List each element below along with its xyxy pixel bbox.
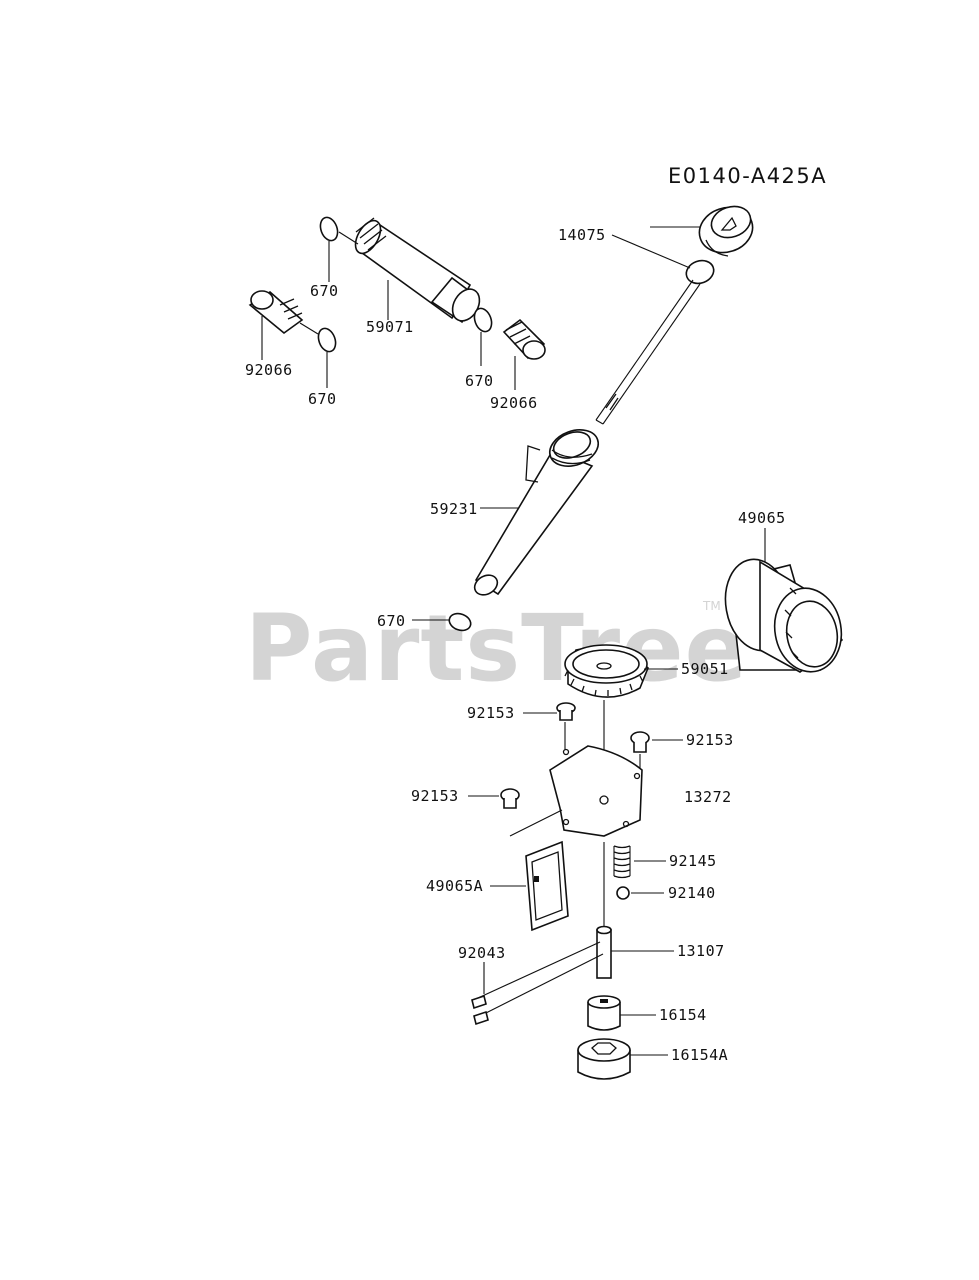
callout-59231: 59231 — [430, 500, 478, 518]
callout-92153-a: 92153 — [467, 704, 515, 722]
callout-92066-a: 92066 — [245, 361, 293, 379]
part-92066-fitting-a[interactable] — [248, 290, 304, 335]
part-59071-pipe[interactable] — [350, 216, 485, 325]
part-16154-inner-rotor[interactable] — [587, 995, 621, 1031]
callout-92043: 92043 — [458, 944, 506, 962]
part-92153-bolt-a[interactable] — [556, 702, 576, 721]
part-670-oring-a[interactable] — [317, 215, 340, 243]
part-13272-plate[interactable] — [549, 745, 643, 837]
part-92145-spring[interactable] — [613, 845, 631, 879]
callout-92140: 92140 — [668, 884, 716, 902]
part-670-oring-b[interactable] — [315, 326, 338, 354]
part-92140-ball[interactable] — [616, 886, 630, 900]
part-92066-fitting-b[interactable] — [502, 318, 546, 360]
callout-59051: 59051 — [681, 660, 729, 678]
part-16154A-outer-rotor[interactable] — [577, 1038, 631, 1080]
callout-670-c: 670 — [465, 372, 494, 390]
callout-670-a: 670 — [310, 282, 339, 300]
part-59231-filler-tube[interactable] — [471, 423, 603, 598]
callout-49065: 49065 — [738, 509, 786, 527]
callout-92145: 92145 — [669, 852, 717, 870]
part-92043-pin[interactable] — [471, 941, 604, 1026]
part-92153-bolt-c[interactable] — [500, 788, 520, 809]
part-14075-dipstick-cap[interactable] — [595, 201, 758, 425]
watermark: PartsTree TM — [245, 595, 748, 702]
callout-16154A: 16154A — [671, 1046, 728, 1064]
part-670-oring-c[interactable] — [471, 306, 494, 334]
callout-92153-b: 92153 — [686, 731, 734, 749]
callout-13107: 13107 — [677, 942, 725, 960]
callout-92066-b: 92066 — [490, 394, 538, 412]
callout-16154: 16154 — [659, 1006, 707, 1024]
diagram-code: E0140-A425A — [668, 164, 827, 188]
callout-59071: 59071 — [366, 318, 414, 336]
callout-14075: 14075 — [558, 226, 606, 244]
watermark-text: PartsTree — [245, 595, 748, 702]
callout-92153-c: 92153 — [411, 787, 459, 805]
part-49065-oil-filter[interactable] — [718, 554, 847, 677]
part-59051-gear[interactable] — [564, 644, 649, 698]
callout-49065A: 49065A — [426, 877, 483, 895]
callout-13272: 13272 — [684, 788, 732, 806]
part-92153-bolt-b[interactable] — [630, 731, 650, 753]
part-670-oring-d[interactable] — [447, 611, 473, 634]
watermark-trademark: TM — [702, 599, 721, 613]
part-49065A-gasket[interactable] — [525, 840, 569, 932]
callout-670-d: 670 — [377, 612, 406, 630]
part-13107-shaft[interactable] — [596, 925, 612, 979]
callout-670-b: 670 — [308, 390, 337, 408]
